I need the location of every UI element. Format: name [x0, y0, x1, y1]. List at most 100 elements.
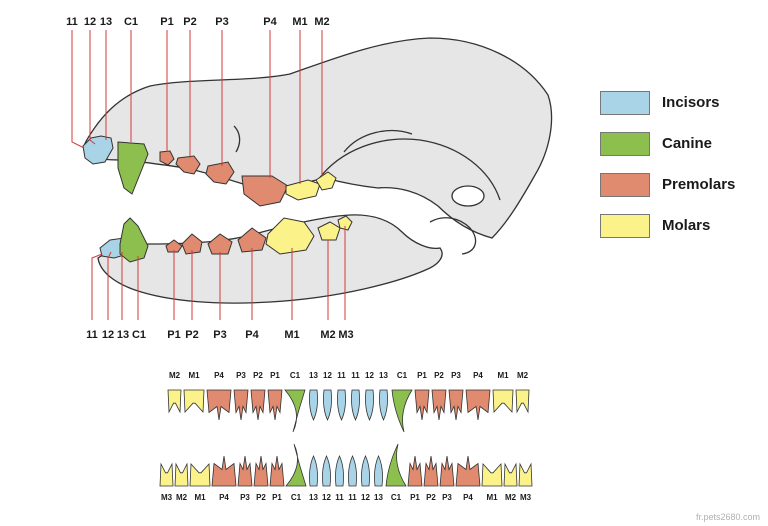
label-upper-p3: P3: [215, 16, 228, 28]
chart-label-13: 13: [309, 493, 318, 502]
chart-label-12: 12: [361, 493, 370, 502]
skull-lower-canine: [119, 217, 149, 263]
chart-label-p4: P4: [473, 371, 483, 380]
chart-label-c1: C1: [290, 371, 301, 380]
chart-tooth-p1: [269, 455, 285, 487]
chart-tooth-13: [309, 389, 318, 421]
legend-swatch-molars: [600, 213, 650, 238]
label-upper-p1: P1: [160, 16, 173, 28]
skull-lower-p3: [207, 233, 233, 255]
chart-tooth-m2: [515, 389, 530, 414]
chart-tooth-m1: [481, 463, 503, 487]
watermark: fr.pets2680.com: [695, 512, 760, 522]
chart-label-p3: P3: [451, 371, 461, 380]
chart-tooth-12: [361, 455, 370, 487]
legend-label-incisors: Incisors: [662, 94, 720, 111]
skull-ear-opening: [451, 185, 485, 207]
chart-tooth-12: [323, 389, 332, 421]
chart-label-c1: C1: [397, 371, 408, 380]
chart-tooth-m3: [518, 462, 533, 487]
skull-upper-p1: [159, 150, 175, 166]
chart-tooth-m1: [183, 389, 205, 413]
chart-tooth-13: [374, 455, 383, 487]
skull-drawing: [83, 37, 553, 304]
skull-orbit: [343, 130, 413, 153]
chart-tooth-c1: [385, 443, 407, 487]
chart-tooth-c1: [284, 389, 306, 433]
label-lower-13: 13: [117, 329, 129, 341]
chart-tooth-p2: [431, 389, 447, 421]
chart-label-p4: P4: [463, 493, 473, 502]
label-lower-m1: M1: [284, 329, 299, 341]
chart-label-13: 13: [374, 493, 383, 502]
chart-label-11: 11: [335, 493, 344, 502]
chart-label-12: 12: [322, 493, 331, 502]
chart-tooth-p4: [211, 455, 237, 487]
chart-label-m1: M1: [497, 371, 509, 380]
skull-lower-p4: [237, 227, 267, 253]
chart-label-m2: M2: [505, 493, 517, 502]
legend-swatch-premolars: [600, 172, 650, 197]
chart-tooth-13: [379, 389, 388, 421]
chart-tooth-p1: [407, 455, 423, 487]
chart-label-p4: P4: [219, 493, 229, 502]
skull-lower-m1: [265, 217, 315, 255]
chart-tooth-p1: [267, 389, 283, 421]
chart-tooth-11: [335, 455, 344, 487]
label-upper-p4: P4: [263, 16, 277, 28]
chart-label-m2: M2: [169, 371, 181, 380]
skull-nasal-detail: [233, 125, 241, 153]
chart-label-12: 12: [323, 371, 332, 380]
chart-label-p1: P1: [417, 371, 427, 380]
skull-condyle: [429, 217, 477, 255]
chart-tooth-12: [322, 455, 331, 487]
skull-lower-m3: [337, 215, 353, 231]
chart-tooth-m1: [189, 463, 211, 487]
skull-upper-labels: 11 12 13 C1 P1 P2 P3 P4 M1 M2: [66, 16, 329, 28]
legend-swatch-canine: [600, 131, 650, 156]
chart-label-11: 11: [351, 371, 360, 380]
skull-cranium: [83, 37, 553, 239]
chart-label-p3: P3: [442, 493, 452, 502]
label-upper-m2: M2: [314, 16, 329, 28]
label-upper-11: 11: [66, 16, 78, 28]
skull-upper-m1: [285, 179, 321, 201]
label-upper-p2: P2: [183, 16, 196, 28]
skull-upper-p4: [241, 175, 289, 207]
chart-label-12: 12: [365, 371, 374, 380]
skull-zygomatic-arch: [317, 138, 501, 201]
chart-label-p4: P4: [214, 371, 224, 380]
chart-label-p2: P2: [253, 371, 263, 380]
chart-label-p2: P2: [426, 493, 436, 502]
dental-chart-lower-teeth: [159, 443, 533, 487]
chart-label-p1: P1: [272, 493, 282, 502]
chart-tooth-p3: [233, 389, 249, 421]
chart-label-p3: P3: [236, 371, 246, 380]
chart-label-p3: P3: [240, 493, 250, 502]
skull-upper-p3: [205, 161, 235, 185]
legend-label-premolars: Premolars: [662, 176, 736, 193]
skull-leader-lines: [71, 30, 346, 320]
chart-label-m2: M2: [176, 493, 188, 502]
skull-lower-m2: [317, 221, 341, 241]
chart-tooth-11: [337, 389, 346, 421]
chart-tooth-p3: [448, 389, 464, 421]
label-lower-p2: P2: [185, 329, 198, 341]
legend-label-canine: Canine: [662, 135, 713, 152]
chart-tooth-m3: [159, 462, 174, 487]
skull-mandible: [97, 214, 443, 304]
skull-upper-teeth: [82, 135, 337, 207]
chart-label-p1: P1: [410, 493, 420, 502]
chart-tooth-c1: [391, 389, 413, 433]
chart-tooth-p2: [423, 455, 439, 487]
chart-tooth-12: [365, 389, 374, 421]
legend-label-molars: Molars: [662, 217, 711, 234]
chart-label-p1: P1: [270, 371, 280, 380]
label-upper-13: 13: [100, 16, 112, 28]
skull-lower-p1: [165, 239, 183, 253]
chart-tooth-p3: [439, 455, 455, 487]
label-lower-c1: C1: [132, 329, 146, 341]
label-upper-m1: M1: [292, 16, 307, 28]
chart-tooth-c1: [285, 443, 307, 487]
